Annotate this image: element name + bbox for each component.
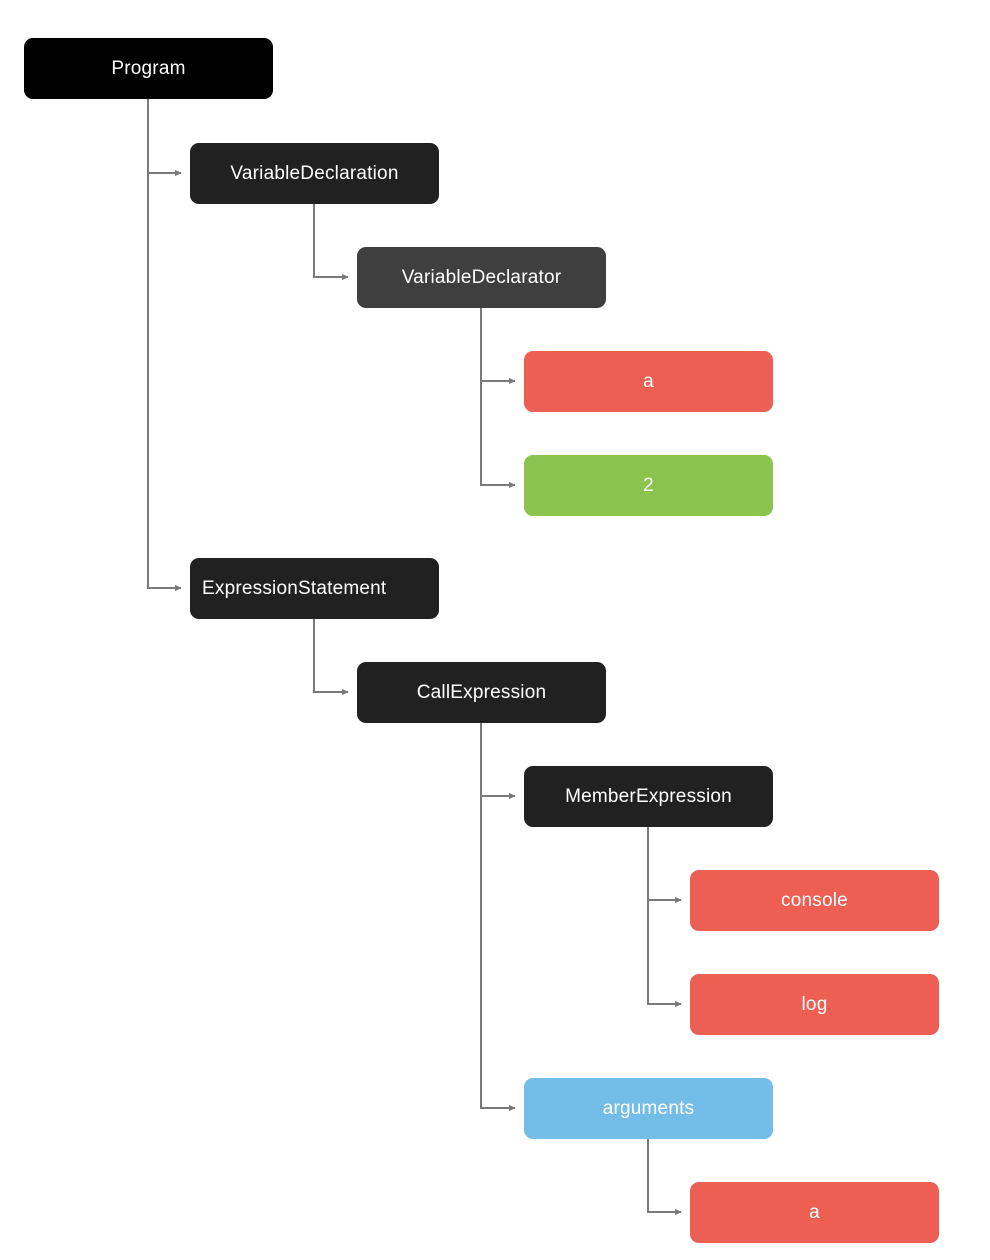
ast-node-identifier-log[interactable]: log [690,974,939,1035]
ast-node-call-expression[interactable]: CallExpression [357,662,606,723]
ast-node-arguments[interactable]: arguments [524,1078,773,1139]
ast-node-member-expression[interactable]: MemberExpression [524,766,773,827]
edge-variable-declarator-literal-2 [480,308,516,489]
ast-node-label: log [801,993,828,1015]
ast-node-label: 2 [643,474,654,496]
edge-member-expression-identifier-console [647,827,682,904]
ast-node-identifier-console[interactable]: console [690,870,939,931]
edge-call-expression-member-expression [480,723,516,800]
ast-node-label: a [643,370,654,392]
ast-node-literal-2[interactable]: 2 [524,455,773,516]
ast-node-label: console [781,889,848,911]
ast-node-label: Program [111,57,186,79]
ast-node-label: a [809,1201,820,1223]
ast-node-program[interactable]: Program [24,38,273,99]
ast-node-identifier-a-2[interactable]: a [690,1182,939,1243]
edge-program-expression-statement [147,99,182,592]
ast-node-label: ExpressionStatement [202,577,387,599]
ast-node-label: arguments [602,1097,695,1119]
ast-node-label: VariableDeclarator [401,266,562,288]
ast-node-variable-declaration[interactable]: VariableDeclaration [190,143,439,204]
ast-node-expression-statement[interactable]: ExpressionStatement [190,558,439,619]
edge-member-expression-identifier-log [647,827,682,1008]
ast-node-identifier-a-1[interactable]: a [524,351,773,412]
edge-expression-statement-call-expression [313,619,349,696]
ast-node-label: CallExpression [416,681,547,703]
edge-call-expression-arguments [480,723,516,1112]
ast-node-label: VariableDeclaration [230,162,399,184]
ast-node-label: MemberExpression [565,785,732,807]
ast-node-variable-declarator[interactable]: VariableDeclarator [357,247,606,308]
edge-arguments-identifier-a-2 [647,1139,682,1216]
edge-variable-declaration-variable-declarator [313,204,349,281]
edge-variable-declarator-identifier-a-1 [480,308,516,385]
edge-program-variable-declaration [147,99,182,177]
